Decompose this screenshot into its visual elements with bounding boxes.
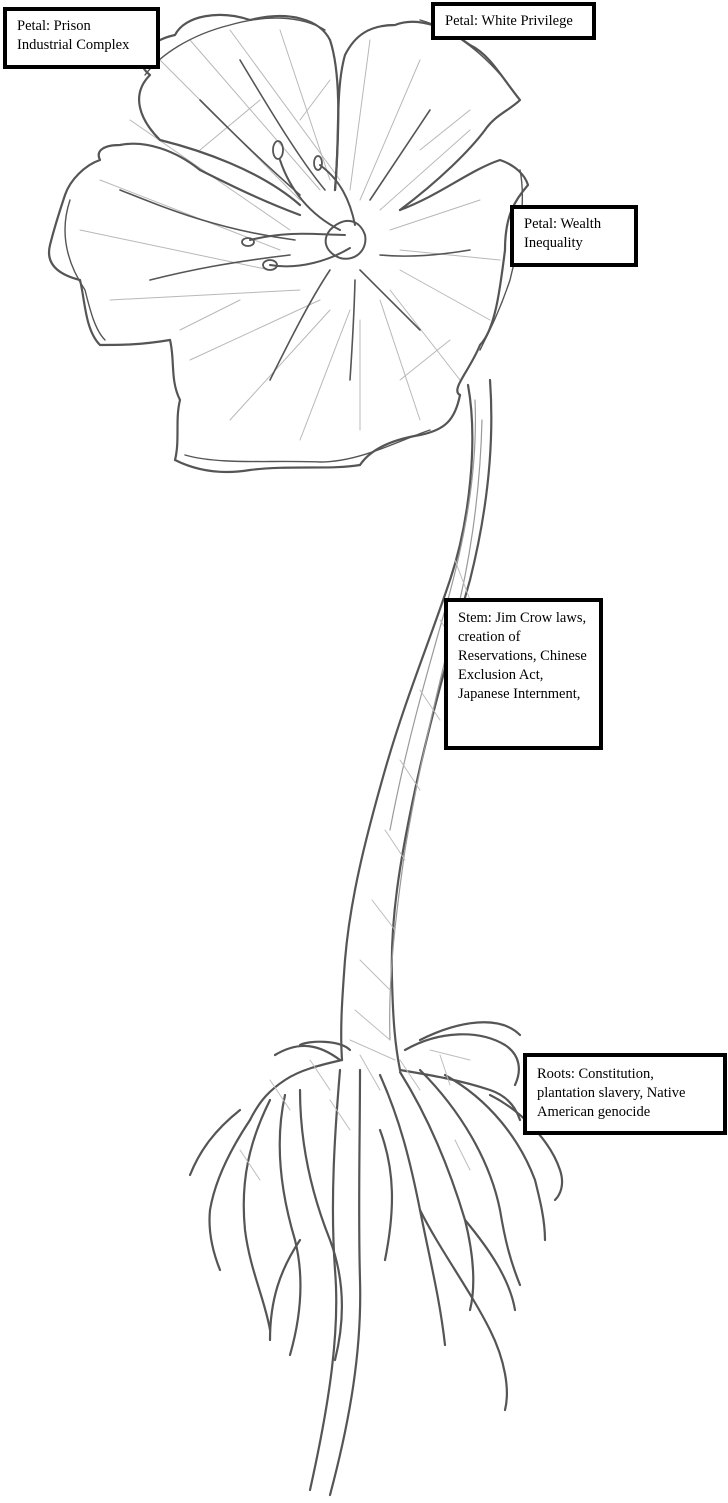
label-stem: Stem: Jim Crow laws, creation of Reserva… [444, 598, 603, 750]
flower-roots [190, 1022, 562, 1495]
root-shading [240, 1050, 470, 1180]
label-roots: Roots: Constitution, plantation slavery,… [523, 1053, 727, 1135]
label-petal-prison: Petal: Prison Industrial Complex [3, 7, 160, 69]
label-petal-wealth: Petal: Wealth Inequality [510, 205, 638, 267]
flower-head [49, 15, 528, 472]
label-petal-white-privilege: Petal: White Privilege [431, 2, 596, 40]
